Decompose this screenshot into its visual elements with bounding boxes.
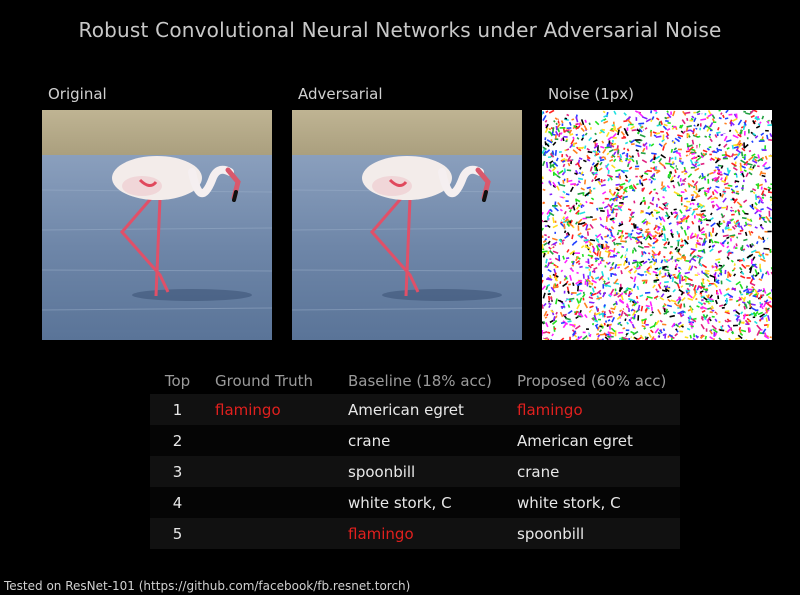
adversarial-label: Adversarial [298,85,383,103]
cell-top: 4 [150,487,205,518]
header-proposed: Proposed (60% acc) [517,372,667,390]
header-top: Top [164,372,191,390]
adversarial-image [292,110,522,340]
cell-baseline: crane [338,425,507,456]
cell-top: 3 [150,456,205,487]
cell-proposed: crane [507,456,680,487]
cell-top: 5 [150,518,205,549]
page-title: Robust Convolutional Neural Networks und… [78,18,722,42]
header-baseline: Baseline (18% acc) [348,372,492,390]
noise-image [542,110,772,340]
cell-baseline: American egret [338,394,507,425]
table-header-row: Top Ground Truth Baseline (18% acc) Prop… [150,368,680,394]
cell-ground-truth [205,518,338,549]
noise-label: Noise (1px) [548,85,635,103]
cell-proposed: white stork, C [507,487,680,518]
cell-proposed: spoonbill [507,518,680,549]
cell-baseline: white stork, C [338,487,507,518]
cell-ground-truth [205,425,338,456]
original-image [42,110,272,340]
cell-ground-truth [205,456,338,487]
cell-top: 1 [150,394,205,425]
cell-proposed: flamingo [507,394,680,425]
cell-proposed: American egret [507,425,680,456]
table-row: 1 flamingo American egret flamingo [150,394,680,425]
table-row: 2 crane American egret [150,425,680,456]
cell-ground-truth: flamingo [205,394,338,425]
table-row: 4 white stork, C white stork, C [150,487,680,518]
cell-baseline: spoonbill [338,456,507,487]
original-label: Original [48,85,107,103]
footer-note: Tested on ResNet-101 (https://github.com… [4,579,411,593]
cell-baseline: flamingo [338,518,507,549]
results-table: Top Ground Truth Baseline (18% acc) Prop… [150,368,680,549]
header-ground-truth: Ground Truth [215,372,313,390]
table-row: 3 spoonbill crane [150,456,680,487]
cell-ground-truth [205,487,338,518]
table-row: 5 flamingo spoonbill [150,518,680,549]
cell-top: 2 [150,425,205,456]
